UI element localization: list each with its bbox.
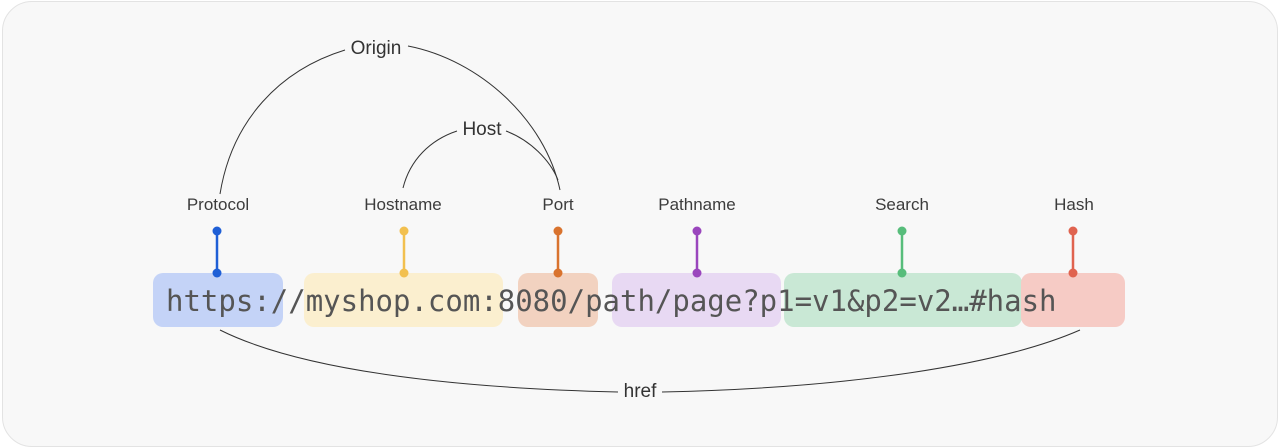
hash-pin: [1068, 226, 1078, 278]
hostname-highlight: [304, 273, 503, 327]
protocol-pin: [212, 226, 222, 278]
url-hash: #hash: [969, 284, 1057, 318]
hostname-label: Hostname: [364, 195, 442, 214]
pathname-highlight: [612, 273, 781, 327]
href-label: href: [621, 381, 659, 403]
origin-arc: [219, 45, 561, 195]
hash-label: Hash: [1054, 195, 1094, 214]
hostname-pin: [399, 226, 409, 278]
port-pin: [553, 226, 563, 278]
host-arc: [402, 130, 559, 189]
url-search: ?p1=v1&p2=v2…: [742, 284, 970, 318]
href-arc: [219, 329, 1081, 393]
search-highlight: [784, 273, 1022, 327]
url-text: https://myshop.com:8080/path/page?p1=v1&…: [166, 282, 1057, 320]
search-label: Search: [875, 195, 929, 214]
port-highlight: [518, 273, 598, 327]
protocol-highlight: [153, 273, 283, 327]
url-colon: :: [480, 284, 498, 318]
host-label: Host: [460, 119, 504, 141]
url-pathname: /path/page: [567, 284, 743, 318]
hash-highlight: [1021, 273, 1125, 327]
pathname-pin: [692, 226, 702, 278]
port-label: Port: [542, 195, 574, 214]
search-pin: [897, 226, 907, 278]
url-port: 8080: [497, 284, 568, 318]
origin-label: Origin: [348, 38, 404, 60]
pathname-label: Pathname: [658, 195, 736, 214]
url-hostname: myshop.com: [305, 284, 481, 318]
protocol-label: Protocol: [186, 195, 250, 214]
url-protocol: https:: [166, 284, 271, 318]
url-slashes: //: [270, 284, 306, 318]
